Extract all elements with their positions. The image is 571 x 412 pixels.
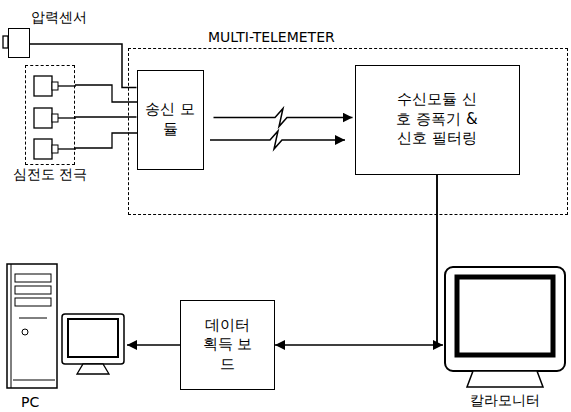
monitor-illustration	[443, 265, 567, 390]
connector	[127, 344, 180, 346]
daq-board: 데이터 획득 보드	[180, 300, 275, 390]
pc-illustration	[5, 262, 127, 392]
node-label: PC	[19, 394, 41, 411]
node-label: MULTI-TELEMETER	[206, 29, 337, 46]
telemeter-group: MULTI-TELEMETER송신 모듈수신모듈 신호 증폭기 & 신호 필터링	[128, 48, 568, 215]
node-label: 심전도 전극	[11, 166, 89, 183]
color-monitor: 칼라모니터	[443, 265, 567, 390]
electrode-illustration	[26, 66, 76, 166]
pc: PC	[5, 262, 127, 392]
ecg-electrodes: 심전도 전극	[25, 65, 75, 165]
connector	[275, 175, 437, 346]
node-label: 데이터 획득 보드	[202, 316, 254, 375]
node-label: 칼라모니터	[468, 392, 542, 409]
node-label: 압력센서	[29, 9, 89, 26]
transmit-module: 송신 모듈	[137, 70, 204, 170]
node-label: 수신모듈 신호 증폭기 & 신호 필터링	[391, 90, 483, 149]
connector	[437, 175, 443, 346]
connector	[214, 109, 353, 127]
pressure-sensor: 압력센서	[8, 28, 30, 58]
wireless-signal	[210, 131, 345, 149]
node-label: 송신 모듈	[142, 100, 199, 139]
receive-module: 수신모듈 신호 증폭기 & 신호 필터링	[355, 65, 520, 175]
